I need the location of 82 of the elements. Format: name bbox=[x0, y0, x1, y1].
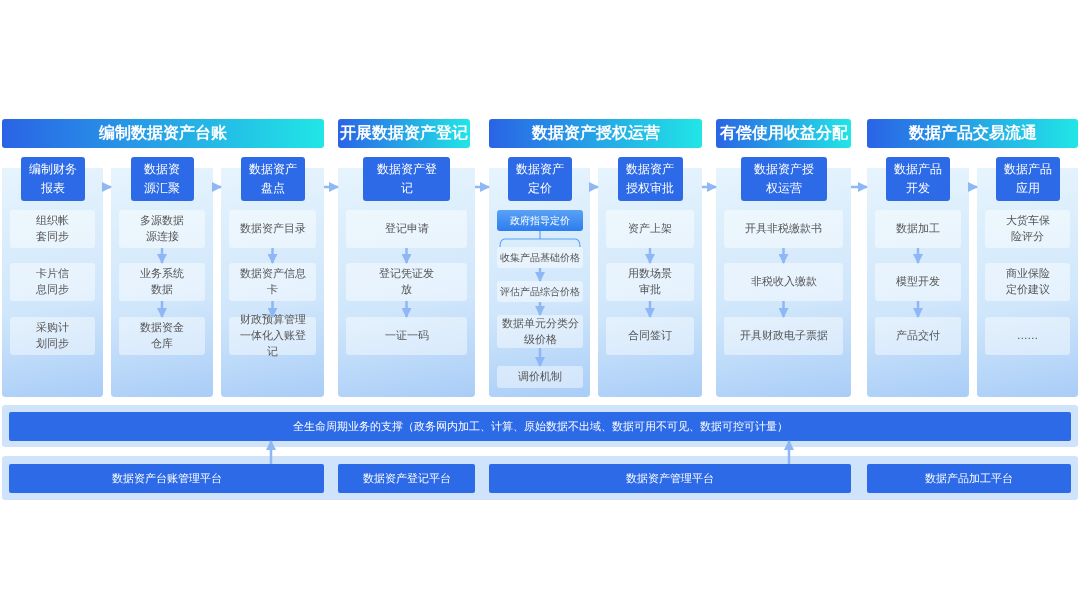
step-box: 采购计划同步 bbox=[10, 317, 95, 355]
step-box: 数据资金仓库 bbox=[119, 317, 205, 355]
step-box: 组织帐套同步 bbox=[10, 210, 95, 248]
column-title: 数据资产授权审批 bbox=[617, 157, 683, 201]
arrow bbox=[266, 440, 276, 464]
column-title: 数据产品开发 bbox=[886, 157, 950, 201]
step-box: 用数场景审批 bbox=[606, 263, 694, 301]
step-box: 登记凭证发放 bbox=[346, 263, 467, 301]
column-title: 数据资产授权运营 bbox=[740, 157, 827, 201]
arrow bbox=[475, 182, 490, 192]
arrow bbox=[102, 182, 112, 192]
step-box: 非税收入缴款 bbox=[724, 263, 843, 301]
bracket-connector bbox=[499, 230, 581, 248]
stage-header: 编制数据资产台账 bbox=[2, 119, 324, 148]
platform-box: 数据资产管理平台 bbox=[489, 464, 851, 493]
highlight-step-box: 政府指导定价 bbox=[497, 210, 583, 231]
arrow bbox=[645, 248, 655, 264]
arrow bbox=[535, 348, 545, 367]
step-box: 合同签订 bbox=[606, 317, 694, 355]
step-box: 商业保险定价建议 bbox=[985, 263, 1070, 301]
arrow bbox=[535, 268, 545, 282]
step-box: 业务系统数据 bbox=[119, 263, 205, 301]
stage-header: 开展数据资产登记 bbox=[338, 119, 470, 148]
column-title: 数据资源汇聚 bbox=[130, 157, 194, 201]
step-box: 评估产品综合价格 bbox=[497, 281, 583, 302]
step-box: 产品交付 bbox=[875, 317, 961, 355]
step-box: 多源数据源连接 bbox=[119, 210, 205, 248]
step-box: …… bbox=[985, 317, 1070, 355]
step-box: 一证一码 bbox=[346, 317, 467, 355]
column-panel bbox=[867, 157, 969, 397]
column-panel bbox=[977, 157, 1078, 397]
step-box: 数据单元分类分级价格 bbox=[497, 315, 583, 348]
arrow bbox=[212, 182, 222, 192]
arrow bbox=[913, 301, 923, 318]
column-panel bbox=[2, 157, 103, 397]
column-panel bbox=[111, 157, 213, 397]
step-box: 数据资产目录 bbox=[229, 210, 316, 248]
column-panel bbox=[338, 157, 475, 397]
platform-box: 数据资产登记平台 bbox=[338, 464, 475, 493]
step-box: 资产上架 bbox=[606, 210, 694, 248]
step-box: 收集产品基础价格 bbox=[497, 247, 583, 268]
arrow bbox=[778, 248, 789, 264]
arrow bbox=[778, 301, 789, 318]
column-title: 数据资产登记 bbox=[363, 157, 450, 201]
column-panel bbox=[598, 157, 702, 397]
platform-box: 数据产品加工平台 bbox=[867, 464, 1071, 493]
column-title: 数据资产定价 bbox=[507, 157, 572, 201]
arrow bbox=[784, 440, 794, 464]
step-box: 调价机制 bbox=[497, 366, 583, 388]
arrow bbox=[645, 301, 655, 318]
step-box: 卡片信息同步 bbox=[10, 263, 95, 301]
arrow bbox=[267, 301, 278, 318]
platform-box: 数据资产台账管理平台 bbox=[9, 464, 324, 493]
column-title: 编制财务报表 bbox=[20, 157, 85, 201]
arrow bbox=[535, 302, 545, 316]
arrow bbox=[324, 182, 339, 192]
arrow bbox=[968, 182, 978, 192]
column-title: 数据产品应用 bbox=[995, 157, 1060, 201]
arrow bbox=[157, 301, 167, 318]
column-panel bbox=[716, 157, 851, 397]
step-box: 开具财政电子票据 bbox=[724, 317, 843, 355]
step-box: 开具非税缴款书 bbox=[724, 210, 843, 248]
arrow bbox=[913, 248, 923, 264]
stage-header: 数据产品交易流通 bbox=[867, 119, 1078, 148]
stage-header: 有偿使用收益分配 bbox=[716, 119, 851, 148]
step-box: 数据加工 bbox=[875, 210, 961, 248]
step-box: 登记申请 bbox=[346, 210, 467, 248]
step-box: 模型开发 bbox=[875, 263, 961, 301]
arrow bbox=[267, 248, 278, 264]
arrow bbox=[702, 182, 717, 192]
arrow bbox=[401, 248, 412, 264]
arrow bbox=[401, 301, 412, 318]
step-box: 大货车保险评分 bbox=[985, 210, 1070, 248]
support-bar: 全生命周期业务的支撑（政务网内加工、计算、原始数据不出域、数据可用不可见、数据可控可计量） bbox=[9, 412, 1071, 441]
arrow bbox=[851, 182, 868, 192]
column-panel bbox=[221, 157, 324, 397]
arrow bbox=[589, 182, 599, 192]
step-box: 数据资产信息卡 bbox=[229, 263, 316, 301]
arrow bbox=[157, 248, 167, 264]
stage-header: 数据资产授权运营 bbox=[489, 119, 702, 148]
column-panel bbox=[489, 157, 590, 397]
column-title: 数据资产盘点 bbox=[240, 157, 305, 201]
